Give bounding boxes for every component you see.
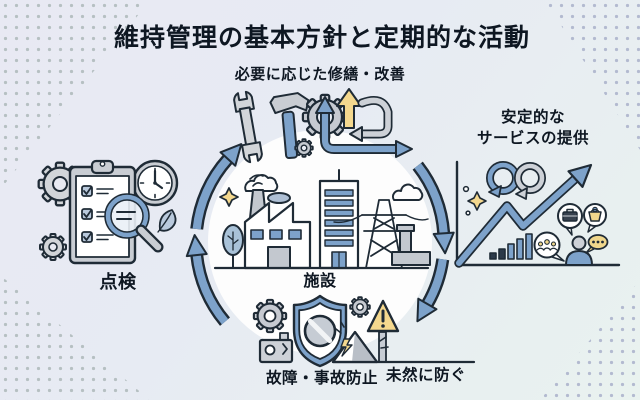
people-bubble-icon	[533, 231, 565, 262]
no-entry-icon	[303, 314, 337, 348]
checklist-row	[81, 185, 114, 197]
repair-icons	[233, 88, 413, 164]
wrench-icon	[233, 90, 263, 164]
briefcase-bubble-icon	[557, 203, 583, 236]
growth-arrow-icon	[454, 163, 593, 268]
sparkle-icon	[467, 191, 487, 211]
small-cloud-icon	[267, 192, 291, 204]
facility-cityscape	[213, 169, 431, 270]
chat-dots-bubble-icon	[585, 234, 609, 254]
service-illustration	[454, 160, 621, 268]
label-stable-service-line1: 安定的な	[500, 109, 566, 126]
label-stable-service-line2: サービスの提供	[476, 130, 590, 147]
sparkle-dot	[465, 210, 471, 216]
clock-icon	[131, 159, 179, 207]
label-stable-service: 安定的な サービスの提供	[477, 107, 589, 149]
hook-arrow-icon	[349, 96, 393, 142]
up-arrow-icon	[336, 88, 362, 129]
sparkle-icon	[219, 187, 239, 207]
basket-bubble-icon	[583, 203, 607, 233]
machine-icon	[258, 332, 294, 364]
label-facility: 施設	[303, 273, 337, 290]
cycle-arrow-icon	[185, 143, 455, 326]
infinity-loop-icon	[486, 161, 546, 200]
label-inspection: 点検	[99, 272, 137, 292]
label-repair-improvement: 必要に応じた修繕・改善	[234, 66, 406, 83]
cycle-circle	[185, 130, 455, 354]
leaf-icon	[157, 209, 177, 233]
shield-icon	[292, 294, 348, 368]
tree-icon	[222, 224, 244, 269]
person-icon	[565, 235, 593, 266]
mountain-icon	[331, 321, 389, 364]
page-title: 維持管理の基本方針と定期的な活動	[113, 24, 531, 52]
lightning-icon	[340, 338, 353, 357]
improvement-arrow-icon	[315, 96, 413, 158]
label-failure-accident-prevention: 故障・事故防止	[265, 370, 379, 387]
label-prevent-in-advance: 未然に防ぐ	[385, 367, 467, 384]
spark-lines	[335, 321, 389, 349]
checklist-row	[81, 231, 114, 243]
prevention-icons	[252, 294, 476, 368]
magnifier-icon	[104, 193, 164, 253]
bar-chart-icon	[489, 233, 533, 260]
sparkle-dot	[462, 185, 470, 193]
pipe-icon	[391, 224, 431, 266]
inspection-illustration	[37, 159, 179, 265]
factory-icon	[243, 174, 312, 270]
